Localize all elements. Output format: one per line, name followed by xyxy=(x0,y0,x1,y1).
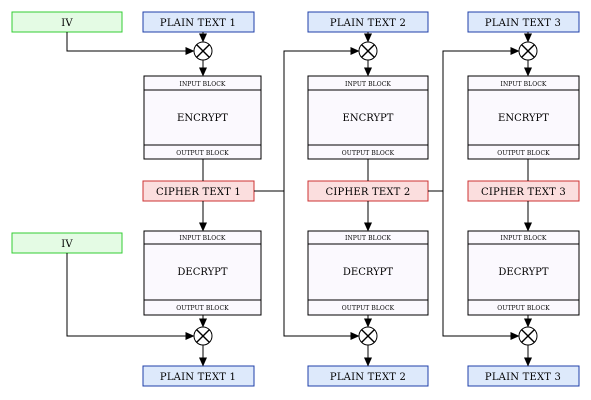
plain-text-1-top: PLAIN TEXT 1 xyxy=(142,11,255,33)
plain-text-3-top-label: PLAIN TEXT 3 xyxy=(485,18,561,29)
decrypt-1-label: DECRYPT xyxy=(177,267,228,278)
cipher-text-3: CIPHER TEXT 3 xyxy=(467,180,580,202)
xor-decrypt-3 xyxy=(518,326,538,346)
decrypt-2-label: DECRYPT xyxy=(343,267,394,278)
decrypt-block-1: INPUT BLOCK DECRYPT OUTPUT BLOCK xyxy=(143,230,262,316)
cipher-text-2-label: CIPHER TEXT 2 xyxy=(326,187,411,198)
cipher-text-2: CIPHER TEXT 2 xyxy=(307,180,429,202)
decrypt-3-output-block: OUTPUT BLOCK xyxy=(497,305,550,312)
arrow-iv-xor1 xyxy=(66,32,195,55)
arrow-cipher1-xor2 xyxy=(254,47,360,192)
encrypt-1-label: ENCRYPT xyxy=(177,113,228,124)
encrypt-3-output-block: OUTPUT BLOCK xyxy=(497,150,550,157)
cipher-text-1-label: CIPHER TEXT 1 xyxy=(156,187,241,198)
plain-text-1-bottom: PLAIN TEXT 1 xyxy=(142,365,255,387)
plain-text-2-bottom-label: PLAIN TEXT 2 xyxy=(330,372,406,383)
arrow-iv-xordec1 xyxy=(66,253,195,340)
encrypt-block-3: INPUT BLOCK ENCRYPT OUTPUT BLOCK xyxy=(467,75,580,160)
encrypt-2-label: ENCRYPT xyxy=(343,113,394,124)
plain-text-2-bottom: PLAIN TEXT 2 xyxy=(307,365,429,387)
xor-encrypt-1 xyxy=(193,41,213,61)
iv-decrypt-label: IV xyxy=(61,239,73,250)
cipher-text-1: CIPHER TEXT 1 xyxy=(142,180,255,202)
xor-encrypt-2 xyxy=(358,41,378,61)
decrypt-1-input-block: INPUT BLOCK xyxy=(179,235,225,242)
iv-encrypt-label: IV xyxy=(61,18,73,29)
encrypt-block-2: INPUT BLOCK ENCRYPT OUTPUT BLOCK xyxy=(307,75,429,160)
decrypt-1-output-block: OUTPUT BLOCK xyxy=(176,305,229,312)
plain-text-1-top-label: PLAIN TEXT 1 xyxy=(160,18,236,29)
plain-text-2-top-label: PLAIN TEXT 2 xyxy=(330,18,406,29)
plain-text-1-bottom-label: PLAIN TEXT 1 xyxy=(160,372,236,383)
decrypt-3-label: DECRYPT xyxy=(498,267,549,278)
iv-decrypt-box: IV xyxy=(11,232,123,254)
encrypt-3-input-block: INPUT BLOCK xyxy=(500,81,546,88)
decrypt-block-2: INPUT BLOCK DECRYPT OUTPUT BLOCK xyxy=(307,230,429,316)
decrypt-2-input-block: INPUT BLOCK xyxy=(345,235,391,242)
encrypt-2-output-block: OUTPUT BLOCK xyxy=(342,150,395,157)
encrypt-block-1: INPUT BLOCK ENCRYPT OUTPUT BLOCK xyxy=(143,75,262,160)
xor-decrypt-2 xyxy=(358,326,378,346)
plain-text-3-top: PLAIN TEXT 3 xyxy=(467,11,580,33)
encrypt-1-input-block: INPUT BLOCK xyxy=(179,81,225,88)
cipher-text-3-label: CIPHER TEXT 3 xyxy=(481,187,566,198)
encrypt-1-output-block: OUTPUT BLOCK xyxy=(176,150,229,157)
iv-encrypt-box: IV xyxy=(11,11,123,33)
xor-encrypt-3 xyxy=(518,41,538,61)
arrow-cipher1-xordec2 xyxy=(283,191,360,340)
encrypt-2-input-block: INPUT BLOCK xyxy=(345,81,391,88)
plain-text-3-bottom: PLAIN TEXT 3 xyxy=(467,365,580,387)
connectors xyxy=(66,32,532,367)
encrypt-3-label: ENCRYPT xyxy=(498,113,549,124)
decrypt-3-input-block: INPUT BLOCK xyxy=(500,235,546,242)
xor-decrypt-1 xyxy=(193,326,213,346)
decrypt-block-3: INPUT BLOCK DECRYPT OUTPUT BLOCK xyxy=(467,230,580,316)
arrow-cipher2-xor3 xyxy=(428,47,520,192)
arrow-cipher2-xordec3 xyxy=(442,191,520,340)
plain-text-2-top: PLAIN TEXT 2 xyxy=(307,11,429,33)
plain-text-3-bottom-label: PLAIN TEXT 3 xyxy=(485,372,561,383)
decrypt-2-output-block: OUTPUT BLOCK xyxy=(342,305,395,312)
